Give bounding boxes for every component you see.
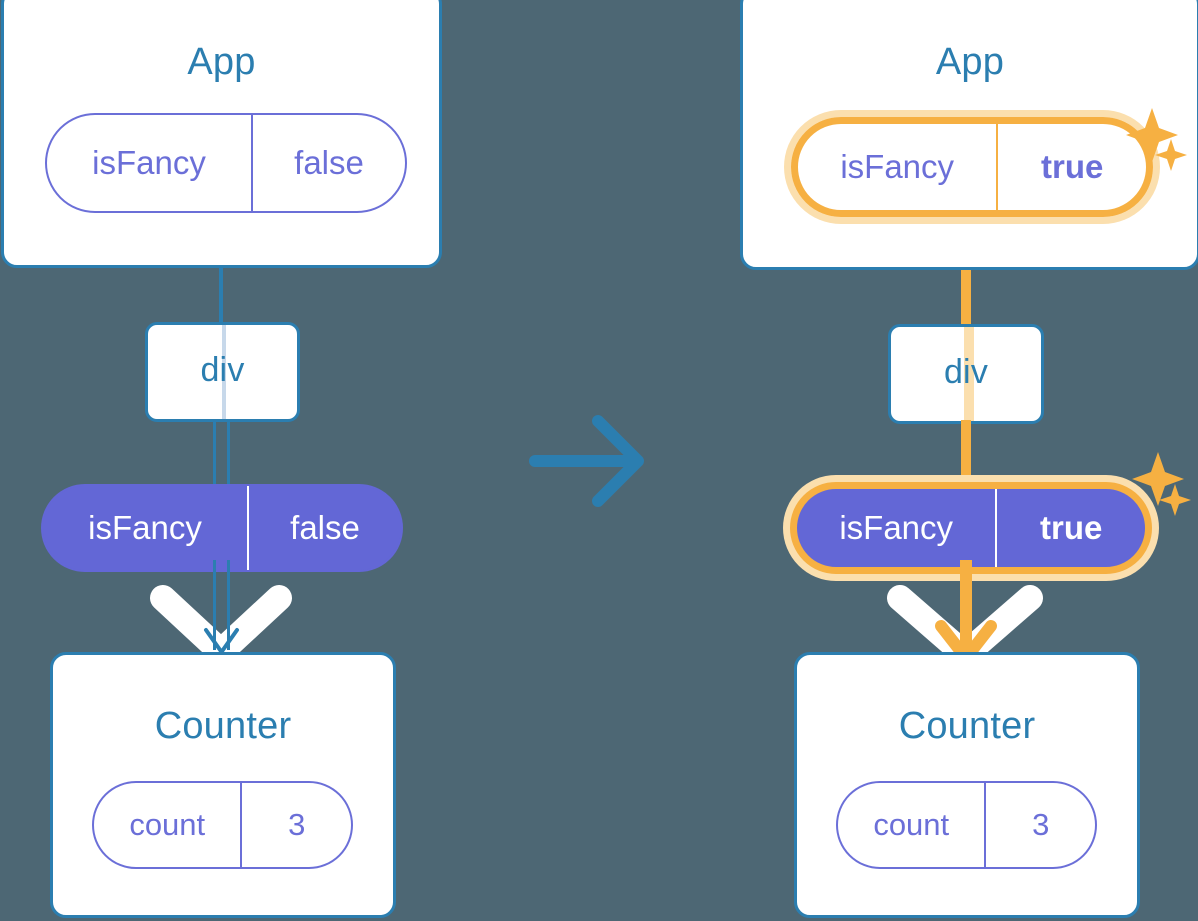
left-counter-state-key: count	[129, 807, 206, 842]
right-div-label: div	[943, 353, 989, 391]
left-app-card: App isFancy false	[1, 0, 442, 268]
left-app-state-value: false	[251, 115, 405, 211]
left-white-fan-arrow	[150, 585, 292, 663]
right-white-fan-arrow	[887, 585, 1043, 665]
left-app-state-pill[interactable]: isFancy false	[45, 113, 407, 213]
left-counter-state-pill[interactable]: count 3	[92, 781, 353, 869]
right-counter-state-key: count	[873, 807, 950, 842]
right-wire-div-to-prop	[961, 420, 971, 492]
right-div-passthrough-line	[964, 327, 974, 421]
left-counter-card: Counter count 3	[50, 652, 396, 918]
right-app-state-pill[interactable]: isFancy true	[791, 117, 1153, 217]
left-prop-value: false	[247, 486, 401, 570]
left-counter-title: Counter	[154, 705, 292, 747]
right-app-title: App	[935, 41, 1005, 83]
left-wire-app-to-div	[219, 266, 223, 326]
left-blue-arrowhead	[204, 628, 239, 654]
right-counter-state-value: 3	[984, 783, 1095, 867]
left-prop-pill[interactable]: isFancy false	[41, 484, 403, 572]
left-counter-state-value: 3	[240, 783, 351, 867]
left-app-state-key: isFancy	[92, 144, 206, 181]
right-app-state-key: isFancy	[840, 148, 955, 185]
right-amber-center-rail	[960, 560, 972, 656]
right-prop-value: true	[995, 489, 1145, 567]
right-div-card: div	[888, 324, 1044, 424]
left-div-card: div	[145, 322, 300, 422]
right-prop-pill[interactable]: isFancy true	[790, 482, 1152, 574]
right-counter-title: Counter	[898, 705, 1036, 747]
left-div-label: div	[200, 351, 245, 389]
left-div-passthrough-line	[222, 325, 226, 419]
right-counter-card: Counter count 3	[794, 652, 1140, 918]
left-blue-center-rail	[213, 560, 230, 650]
left-prop-key: isFancy	[88, 509, 202, 546]
right-app-card: App isFancy true	[740, 0, 1198, 270]
right-prop-key: isFancy	[839, 509, 954, 546]
sparkle-small-icon	[1159, 484, 1191, 516]
right-wire-app-to-div	[961, 222, 971, 330]
left-rail-div-to-prop	[213, 420, 230, 490]
right-counter-state-pill[interactable]: count 3	[836, 781, 1097, 869]
left-app-title: App	[187, 41, 256, 83]
right-app-state-value: true	[996, 124, 1146, 210]
